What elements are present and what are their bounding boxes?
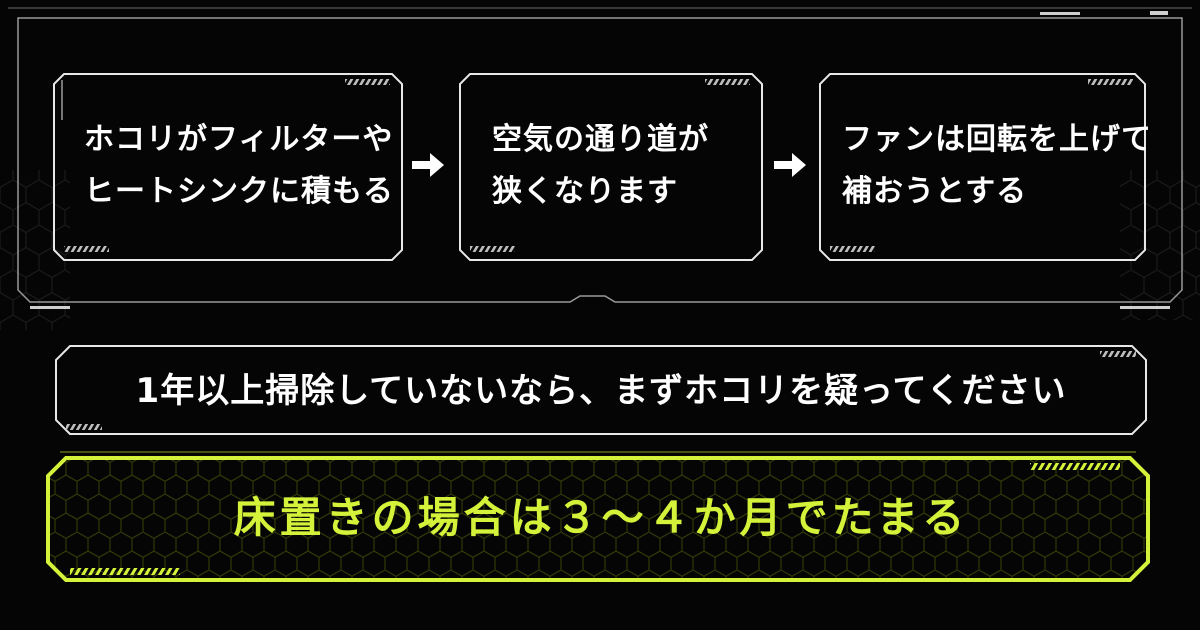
box2-stripes-bottom [470,246,515,252]
step-1: ホコリがフィルターや ヒートシンクに積もる [84,110,394,222]
hex-bg-right [1120,170,1200,320]
step-3: ファンは回転を上げて 補おうとする [842,110,1152,222]
box1-stripes [345,79,390,85]
highlight-stripes [1030,463,1120,470]
advice-stripes [1100,351,1136,357]
step-box-frame-3 [819,73,1146,261]
outer-frame-ticks [30,11,1170,309]
highlight-text: 床置きの場合は３～４か月でたまる [233,493,969,542]
box3-stripes [1088,79,1133,85]
hex-bg-left [0,170,70,330]
box1-stripes-bottom [64,246,109,252]
box3-stripes-bottom [830,246,875,252]
outer-frame [8,7,1192,303]
right-arrow-icon [412,153,444,177]
step-2: 空気の通り道が 狭くなります [492,110,709,222]
highlight-banner-frame [46,451,1150,582]
step-2-line-2: 狭くなります [492,174,678,209]
step-1-line-2: ヒートシンクに積もる [84,174,394,209]
highlight-stripes-bottom [70,568,180,575]
advice-stripes-bottom [66,424,102,430]
advice-banner-frame [55,345,1147,435]
step-2-line-1: 空気の通り道が [492,122,709,157]
step-box-frame-1 [53,73,403,261]
step-box-frame-2 [459,73,763,261]
step-3-line-1: ファンは回転を上げて [842,122,1152,157]
right-arrow-icon [774,153,806,177]
box2-stripes [705,79,750,85]
step-3-line-2: 補おうとする [842,174,1028,209]
advice-text: 1年以上掃除していないなら、まずホコリを疑ってください [135,371,1067,411]
step-1-line-1: ホコリがフィルターや [84,122,394,157]
